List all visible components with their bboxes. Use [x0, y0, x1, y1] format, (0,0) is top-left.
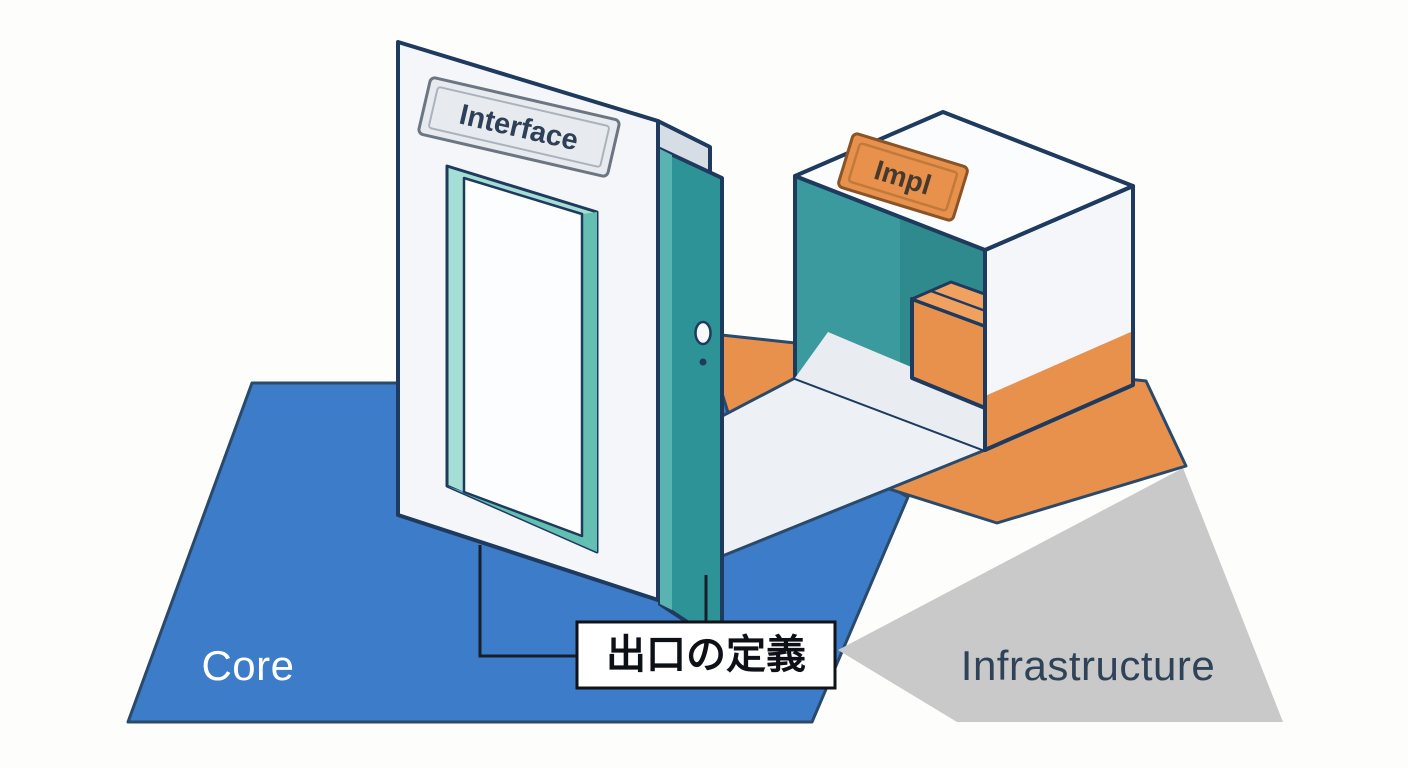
interface-sign-inner-border — [428, 86, 610, 168]
door-opening-lining-right — [582, 212, 597, 552]
impl-box-right-wall-orange-band — [985, 331, 1133, 450]
door-opening — [462, 176, 584, 538]
interface-sign: Interface — [417, 76, 621, 178]
callout-label: 出口の定義 — [606, 633, 806, 677]
callout-connector-left — [478, 545, 577, 658]
impl-sign: Impl — [837, 132, 969, 222]
core-label: Core — [201, 642, 294, 689]
door-opening-lining-bottom — [447, 486, 597, 552]
door-knob-icon — [694, 320, 712, 346]
infrastructure-label: Infrastructure — [961, 642, 1215, 689]
infrastructure-floor — [838, 468, 1283, 722]
interface-door: Interface — [396, 40, 724, 647]
impl-sign-plate — [837, 132, 969, 222]
callout-box — [575, 620, 837, 690]
impl-sign-inner-border — [847, 142, 959, 212]
door-keyhole-icon — [699, 358, 707, 366]
impl-box-interior-floor — [795, 332, 985, 450]
interface-sign-plate — [417, 76, 621, 178]
door-panel-edge-highlight — [660, 149, 672, 610]
callout: 出口の定義 — [478, 545, 837, 690]
